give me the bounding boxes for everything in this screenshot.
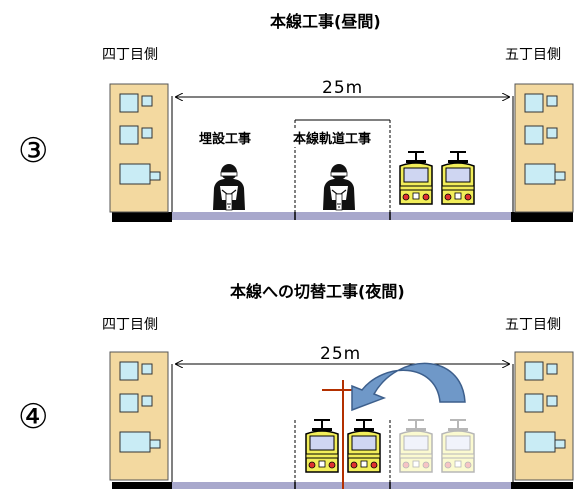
right-sidewalk [511, 482, 573, 489]
panel-3 [109, 83, 574, 222]
tram-icon [347, 419, 381, 473]
right-sidewalk [511, 212, 573, 222]
building-icon [109, 83, 169, 213]
panel-4-number: ④ [18, 397, 49, 437]
panel-4-width-label: 25m [320, 344, 362, 364]
left-sidewalk [112, 482, 172, 489]
panel-4-left-side-label: 四丁目側 [102, 317, 158, 333]
panel-3-number: ③ [18, 131, 49, 171]
worker-icon [322, 163, 356, 211]
panel-4-right-side-label: 五丁目側 [505, 317, 561, 333]
tram-icon [305, 419, 339, 473]
building-icon [514, 83, 574, 213]
tram-icon [399, 419, 433, 473]
work-label-main-track: 本線軌道工事 [292, 128, 373, 147]
building-icon [514, 351, 574, 481]
curved-arrow-icon [351, 362, 466, 412]
panel-4-title: 本線への切替工事(夜間) [230, 282, 405, 301]
tram-icon [441, 151, 475, 205]
panel-3-left-side-label: 四丁目側 [102, 47, 158, 63]
work-label-burial: 埋設工事 [198, 128, 253, 147]
road [115, 482, 513, 489]
tram-icon [441, 419, 475, 473]
tram-icon [399, 151, 433, 205]
panel-3-title: 本線工事(昼間) [270, 12, 381, 31]
panel-4 [109, 351, 574, 489]
worker-icon [212, 163, 246, 211]
panel-3-right-side-label: 五丁目側 [505, 47, 561, 63]
left-sidewalk [112, 212, 172, 222]
building-icon [109, 351, 169, 481]
road [115, 212, 513, 220]
